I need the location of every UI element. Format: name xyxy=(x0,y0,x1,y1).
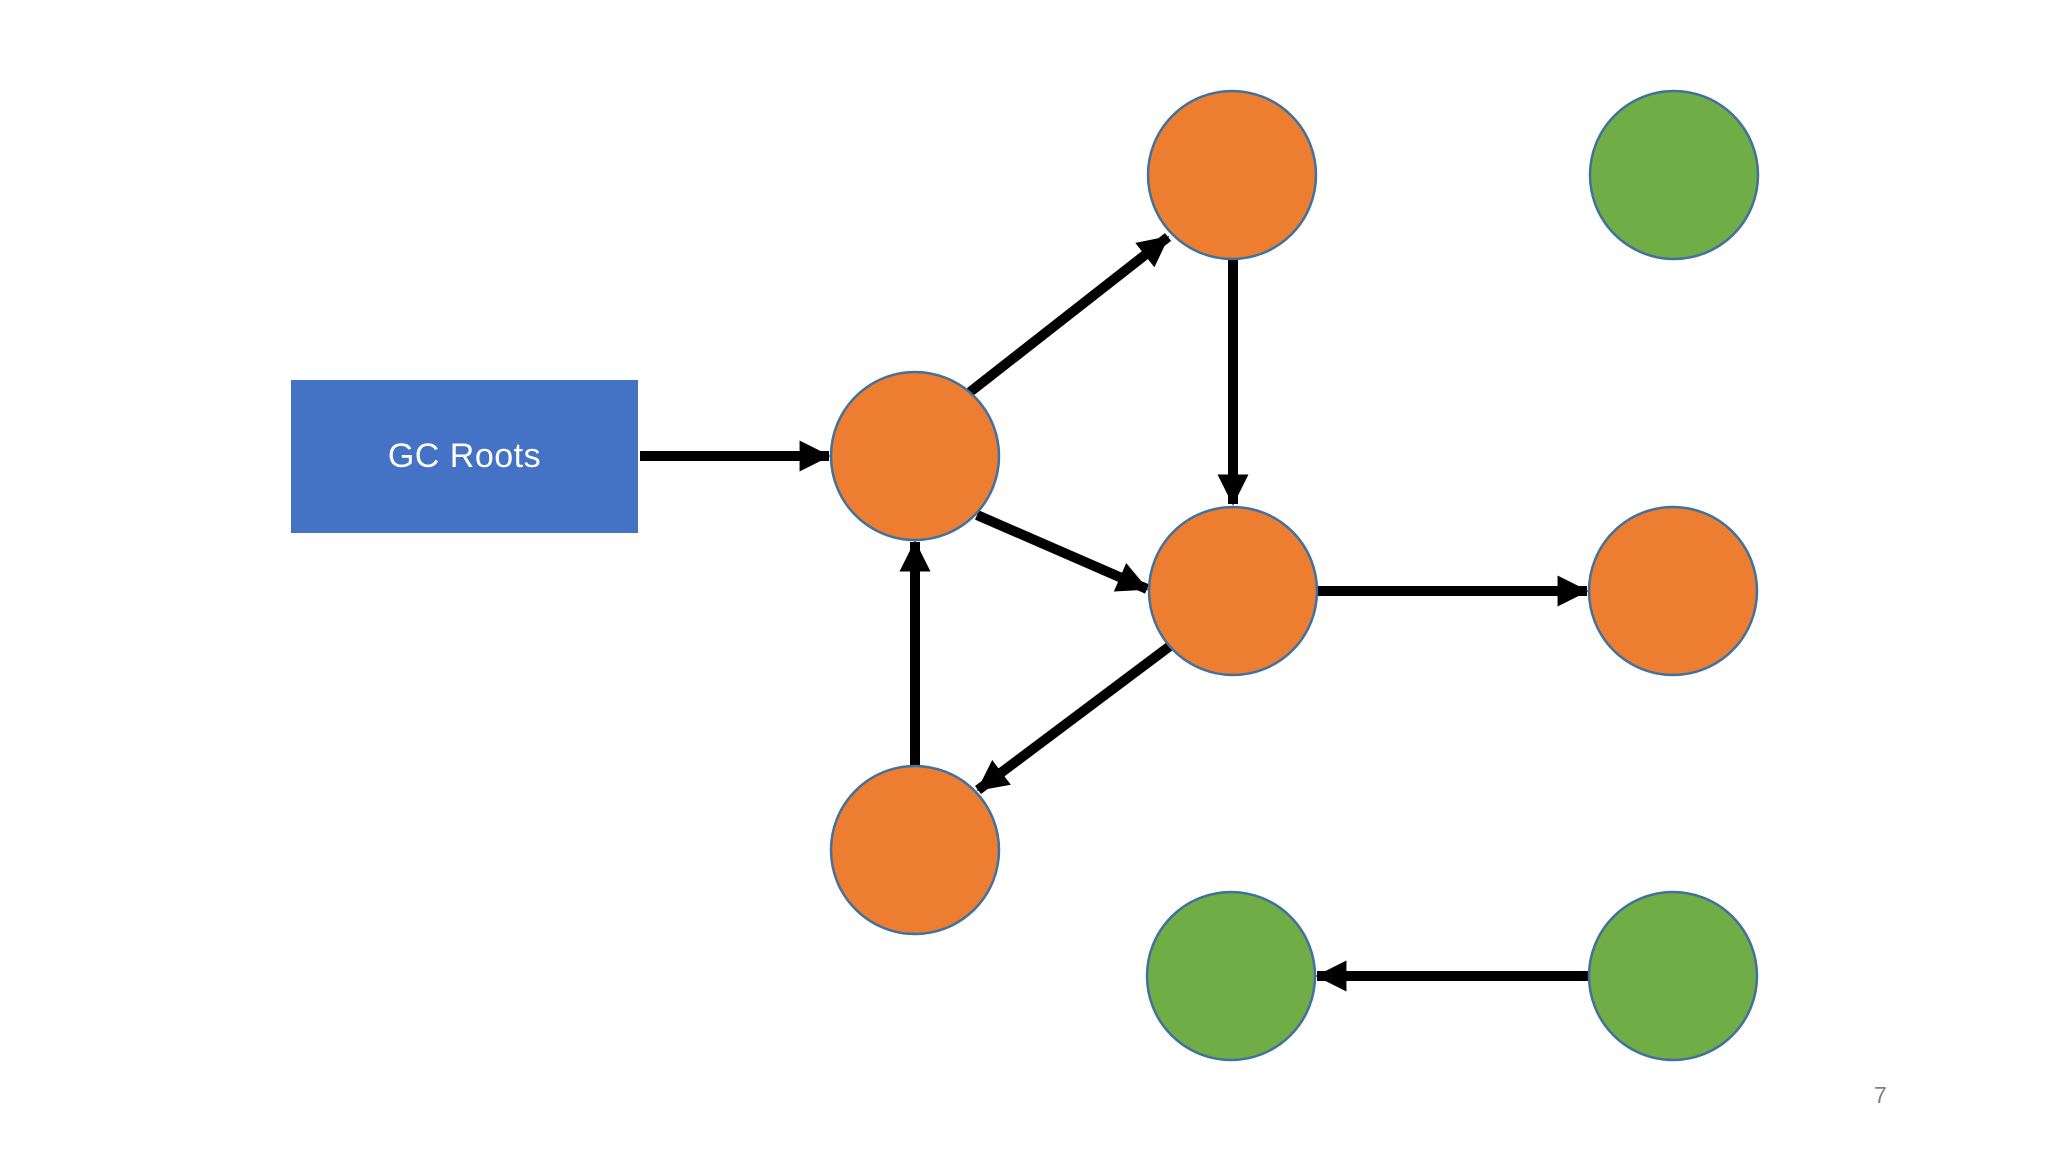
gc-roots-box: GC Roots xyxy=(291,380,638,533)
node-top-unreachable xyxy=(1588,89,1760,261)
node-bottom-reachable xyxy=(829,764,1001,936)
nodes-layer xyxy=(829,89,1760,1062)
edge-hub-to-top xyxy=(966,233,1172,396)
node-bottomleft-unreachable xyxy=(1145,890,1317,1062)
edge-hub-to-middle xyxy=(975,510,1149,594)
node-middle-reachable xyxy=(1147,505,1319,677)
page-number: 7 xyxy=(1874,1082,1887,1108)
node-top-reachable xyxy=(1146,89,1318,261)
gc-roots-label: GC Roots xyxy=(387,437,542,475)
node-right-reachable xyxy=(1587,505,1759,677)
edge-middle-to-bottom xyxy=(975,642,1173,794)
edges-layer xyxy=(640,233,1589,992)
node-bottomright-unreachable xyxy=(1587,890,1759,1062)
node-hub-reachable xyxy=(829,370,1001,542)
